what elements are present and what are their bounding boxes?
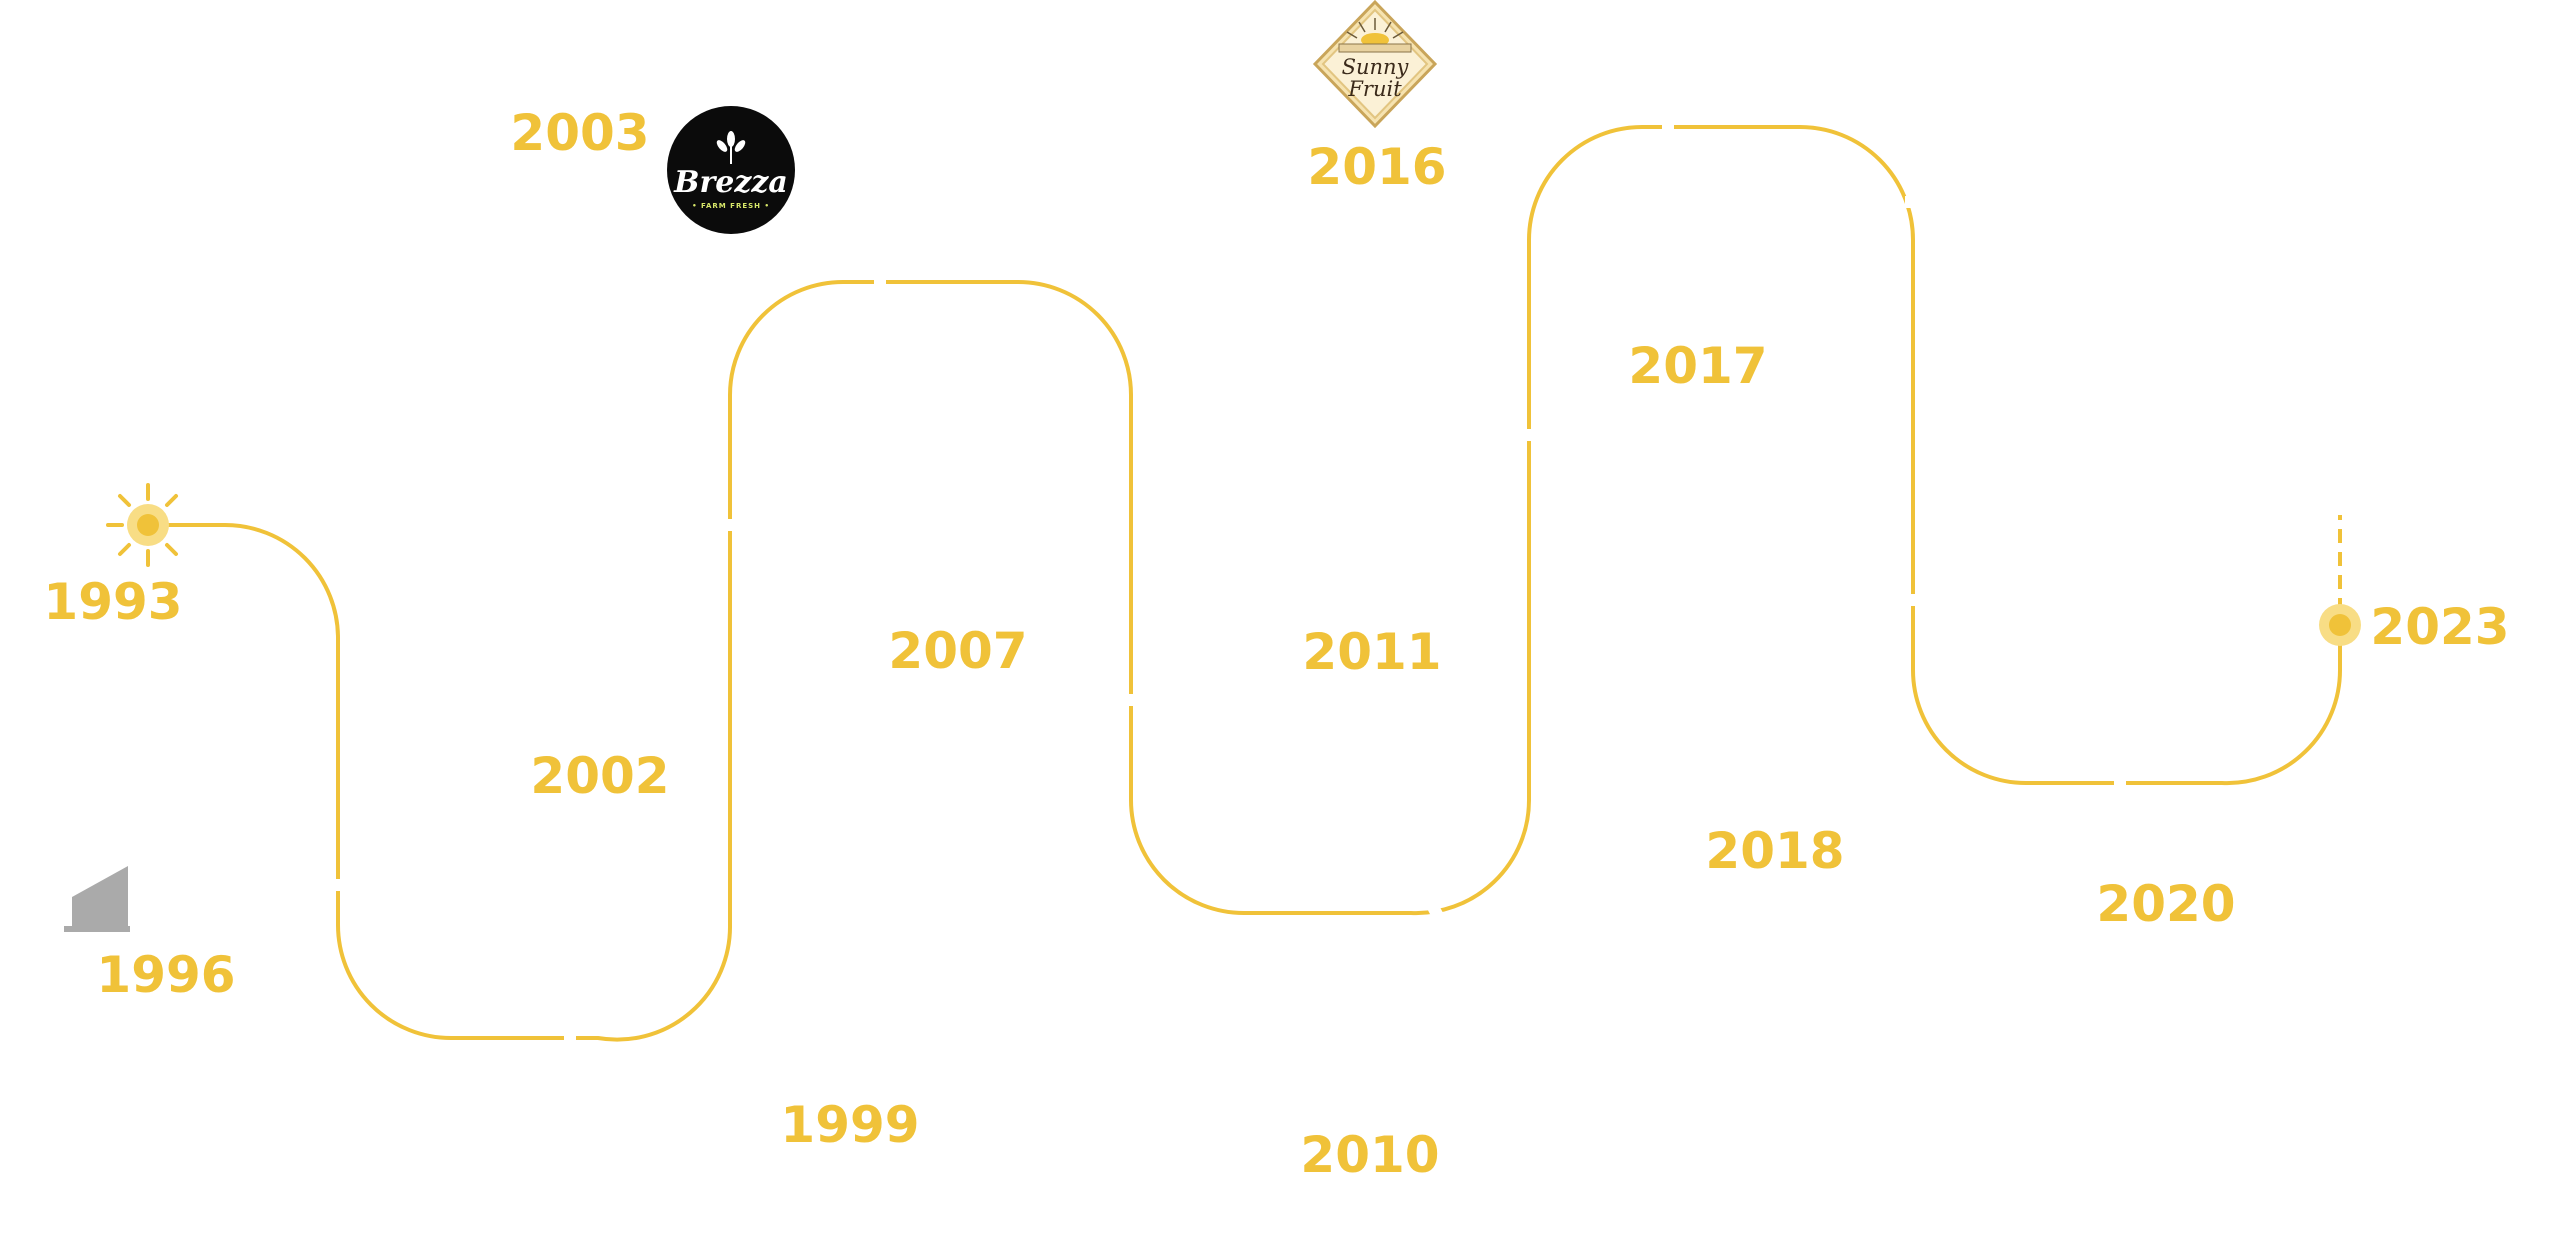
year-2023: 2023 <box>2370 598 2510 656</box>
sunny-fruit-logo: Sunny Fruit <box>1311 0 1439 128</box>
timeline-road <box>146 125 2343 1042</box>
year-2010: 2010 <box>1300 1126 1440 1184</box>
year-2017: 2017 <box>1628 337 1768 395</box>
year-2002: 2002 <box>530 747 670 805</box>
road-gap <box>1426 902 1446 923</box>
year-2007: 2007 <box>888 622 1028 680</box>
brezza-logo: Brezza • FARM FRESH • <box>667 106 795 234</box>
year-2018: 2018 <box>1705 822 1845 880</box>
brezza-name: Brezza <box>674 165 788 200</box>
sunny-line-1: Sunny <box>1341 55 1409 79</box>
leaf-icon <box>716 131 746 164</box>
year-1999: 1999 <box>780 1096 920 1154</box>
year-2020: 2020 <box>2096 875 2236 933</box>
building-placeholder-icon <box>64 866 130 932</box>
year-2011: 2011 <box>1302 623 1442 681</box>
brezza-tagline: • FARM FRESH • <box>692 202 770 210</box>
year-1996: 1996 <box>96 946 236 1004</box>
year-2016: 2016 <box>1307 138 1447 196</box>
target-dot-icon <box>2319 604 2361 646</box>
year-2003: 2003 <box>510 104 650 162</box>
sunny-line-2: Fruit <box>1348 77 1402 101</box>
sun-icon <box>106 483 178 567</box>
year-1993: 1993 <box>43 573 183 631</box>
road-gaps <box>330 119 2126 1046</box>
diamond-badge-icon <box>1312 0 1438 128</box>
